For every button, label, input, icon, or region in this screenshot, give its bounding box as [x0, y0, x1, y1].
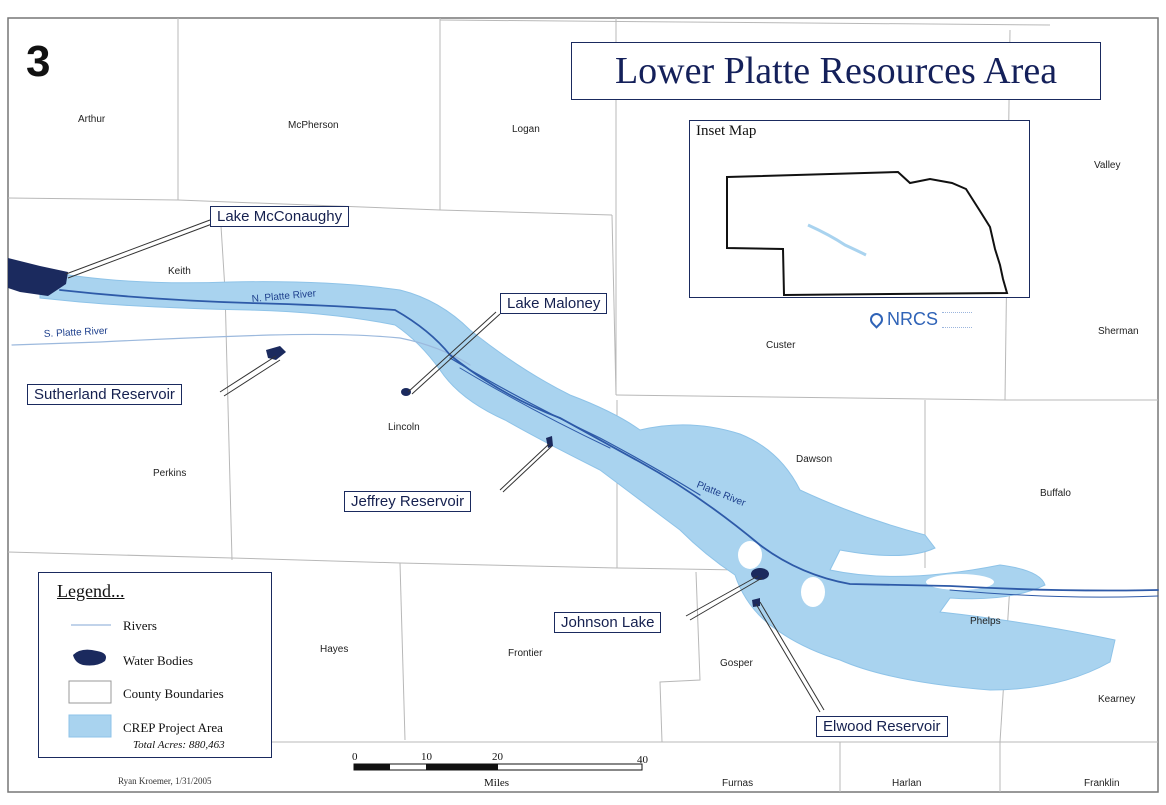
legend-label-rivers: Rivers [123, 618, 157, 633]
legend-total-acres: Total Acres: 880,463 [133, 739, 225, 751]
scale-tick-label: 40 [637, 754, 649, 766]
callout-elwood-reservoir: Elwood Reservoir [816, 716, 948, 737]
county-label: Sherman [1098, 326, 1139, 337]
crep-project-area [39, 269, 1116, 691]
sutherland-reservoir-shape [266, 346, 286, 360]
county-label: Phelps [970, 616, 1001, 627]
legend-crep-symbol [68, 714, 112, 738]
nebraska-outline [726, 170, 1009, 297]
author-credit: Ryan Kroemer, 1/31/2005 [118, 776, 212, 786]
county-label: Lincoln [388, 422, 420, 433]
river-label: S. Platte River [44, 326, 109, 340]
nrcs-logo: NRCS [867, 309, 973, 330]
legend-water-symbol [73, 649, 106, 666]
inset-map: Inset Map [689, 120, 1030, 298]
county-label: Valley [1094, 160, 1121, 171]
inset-title: Inset Map [696, 123, 757, 139]
callout-lake-maloney: Lake Maloney [500, 293, 608, 314]
county-label: Kearney [1098, 694, 1135, 705]
callout-leaders [65, 219, 825, 713]
legend-title: Legend... [57, 581, 125, 601]
map-number: 3 [26, 37, 51, 86]
legend-symbols [68, 624, 112, 738]
map-title: Lower Platte Resources Area [614, 50, 1058, 92]
county-label: Keith [168, 266, 191, 277]
scale-tick-label: 10 [421, 751, 433, 763]
callout-johnson-lake: Johnson Lake [554, 612, 662, 633]
lake-mcconaughy-shape [8, 258, 68, 296]
legend-county-symbol [68, 680, 112, 704]
county-label: Perkins [153, 468, 186, 479]
scale-bar: 0 10 20 40 Miles [352, 751, 649, 789]
county-label: Dawson [796, 454, 832, 465]
project-area-gaps [738, 541, 994, 607]
callout-jeffrey-reservoir: Jeffrey Reservoir [344, 491, 472, 512]
scale-tick-label: 0 [352, 751, 358, 763]
title-box: Lower Platte Resources Area [571, 42, 1101, 100]
county-label: Buffalo [1040, 488, 1071, 499]
legend: Legend... Rivers Water Bodies County Bou… [38, 572, 272, 758]
county-label: Custer [766, 340, 796, 351]
callout-sutherland-reservoir: Sutherland Reservoir [27, 384, 182, 405]
s-platte-river [11, 333, 471, 366]
county-label: McPherson [288, 120, 339, 131]
water-drop-icon [867, 310, 886, 329]
county-label: Furnas [722, 778, 753, 789]
callout-lake-mcconaughy: Lake McConaughy [210, 206, 350, 227]
county-label: Hayes [320, 644, 348, 655]
county-label: Frontier [508, 648, 543, 659]
legend-label-water-bodies: Water Bodies [123, 653, 194, 668]
nrcs-logo-text: NRCS [887, 309, 939, 329]
county-label: Gosper [720, 658, 753, 669]
scale-unit: Miles [484, 777, 509, 789]
lake-maloney-shape [401, 388, 411, 396]
county-label: Franklin [1084, 778, 1120, 789]
rivers [11, 289, 1159, 598]
county-labels: Arthur McPherson Logan Valley Keith Cust… [78, 114, 1139, 789]
county-label: Logan [512, 124, 540, 135]
county-label: Arthur [78, 114, 106, 125]
scale-tick-label: 20 [492, 751, 504, 763]
nrcs-subtext-mark [942, 312, 973, 329]
legend-label-county-boundaries: County Boundaries [123, 686, 224, 701]
elwood-reservoir-shape [752, 598, 760, 607]
county-label: Harlan [892, 778, 921, 789]
legend-label-crep-area: CREP Project Area [123, 720, 223, 735]
